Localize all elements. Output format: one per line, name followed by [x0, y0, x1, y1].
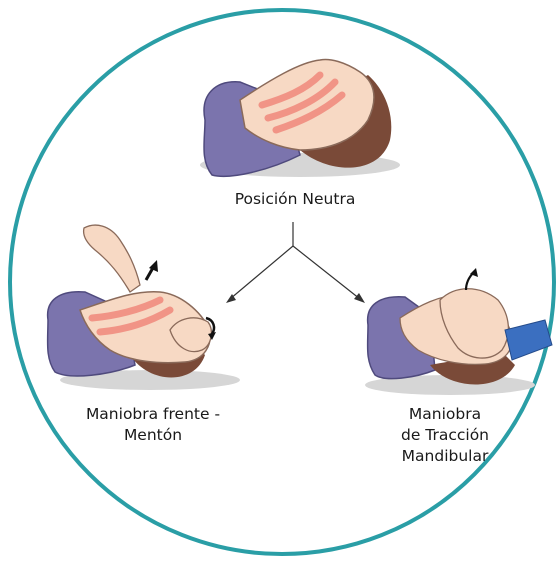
head-tilt-chin-lift-illustration [48, 225, 240, 390]
neutral-position-illustration [200, 60, 400, 178]
label-jaw-thrust: Maniobra de Tracción Mandibular [360, 404, 530, 467]
rescuer-hand-forehead [84, 225, 140, 292]
arrowhead-right [354, 293, 365, 303]
jaw-thrust-illustration [365, 268, 552, 395]
label-line: Maniobra [360, 404, 530, 425]
label-line: Mandibular [360, 446, 530, 467]
connector-arrows [226, 222, 365, 303]
label-head-tilt-chin-lift: Maniobra frente - Mentón [58, 404, 248, 446]
label-line: de Tracción [360, 425, 530, 446]
label-line: Maniobra frente - [58, 404, 248, 425]
label-line: Mentón [58, 425, 248, 446]
label-neutral-position: Posición Neutra [200, 189, 390, 210]
